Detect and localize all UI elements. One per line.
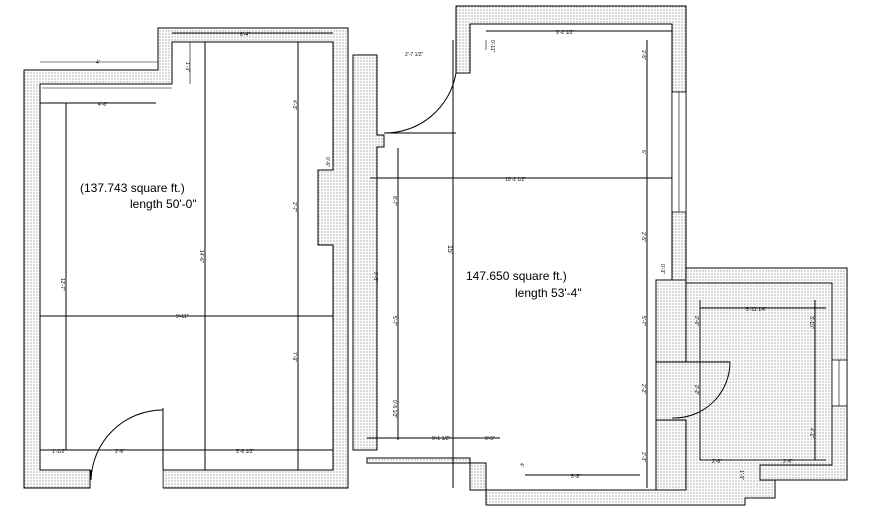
- dim-label: 2'-6": [115, 449, 125, 455]
- plan-a-door-swing: [90, 409, 164, 481]
- dim-label: 4'-3": [291, 100, 297, 110]
- plan-b-left-wall: [352, 54, 385, 451]
- dim-label: 5'-6 1/2": [236, 449, 255, 455]
- plan-a-area-label: (137.743 square ft.): [80, 181, 185, 195]
- plan-b: 9'-2 1/2" 0'-11" 2'-7 1/2" 10'-2 1/2" 15…: [352, 5, 848, 506]
- dim-label: 0'-11": [489, 40, 495, 53]
- dim-label: 15': [446, 245, 453, 254]
- plan-c-walls: [685, 267, 848, 481]
- dim-label: 2'-6": [693, 316, 699, 326]
- dim-label: 0'-5": [485, 436, 495, 442]
- dim-label: 5'-11 1/4": [746, 307, 767, 313]
- plan-b-area-label: 147.650 square ft.): [466, 269, 567, 283]
- dim-label: 0'-3": [659, 264, 665, 274]
- plan-a-door-gap: [91, 470, 163, 489]
- plan-c-window: [831, 359, 848, 407]
- plan-b-length-label: length 53'-4": [515, 286, 582, 300]
- dim-label: 2'-7 1/2": [405, 52, 424, 58]
- plan-a-length-label: length 50'-0": [130, 197, 197, 211]
- dim-label: 4': [518, 463, 524, 467]
- plan-b-walls: [366, 5, 848, 506]
- dim-label: 0'-1 1/2": [432, 436, 451, 442]
- dim-label: 3'-10": [808, 316, 814, 329]
- plan-c-pillar: [655, 419, 687, 491]
- dim-label: 1'-3": [738, 470, 744, 480]
- dim-label: 2'-7": [291, 202, 297, 212]
- dim-label: 9'-11": [176, 314, 189, 320]
- dim-label: 9'-2 1/2": [556, 30, 575, 36]
- dim-label: 6'-4": [240, 32, 250, 38]
- plan-c-door-swing: [671, 361, 731, 419]
- dim-label: 0'-3": [372, 272, 378, 282]
- dim-label: 2'-2": [640, 384, 646, 394]
- dim-label: 5'-7": [391, 316, 397, 326]
- dim-label: 4'-1": [808, 428, 814, 438]
- dim-label: 6': [640, 150, 646, 154]
- dim-label: 2'-2": [693, 385, 699, 395]
- dim-label: 2'-5": [640, 50, 646, 60]
- dim-label: 2'-3": [640, 452, 646, 462]
- dim-label: 4'-6": [98, 102, 108, 108]
- dim-label: 2'-5": [640, 232, 646, 242]
- dim-label: 1'-1/2": [52, 449, 66, 455]
- dim-label: 8'-7": [391, 196, 397, 206]
- dim-label: 0'-6": [324, 157, 330, 167]
- dim-label: 2'-6": [783, 459, 793, 465]
- dim-label: 14'-6": [198, 250, 204, 263]
- dim-label: 4': [96, 60, 100, 66]
- plan-c-pillar: [655, 279, 687, 363]
- dim-label: 5'-7": [640, 316, 646, 326]
- dim-label: 7'-9": [291, 352, 297, 362]
- dim-label: 12'-7": [59, 278, 65, 291]
- plan-a-walls: [23, 27, 349, 489]
- plan-a: 6'-4" 4' 4'-6" 9'-11" 1'-3" 12'-7" 14'-6…: [23, 27, 349, 489]
- dim-label: 2'-6": [712, 459, 722, 465]
- dim-label: 5'-8": [571, 474, 581, 480]
- dim-label: 1'-3": [184, 62, 190, 72]
- dim-label: 10'-2 1/2": [505, 177, 526, 183]
- dim-label: 0'-5 1/2": [391, 400, 397, 419]
- plan-b-door-swing: [383, 70, 457, 134]
